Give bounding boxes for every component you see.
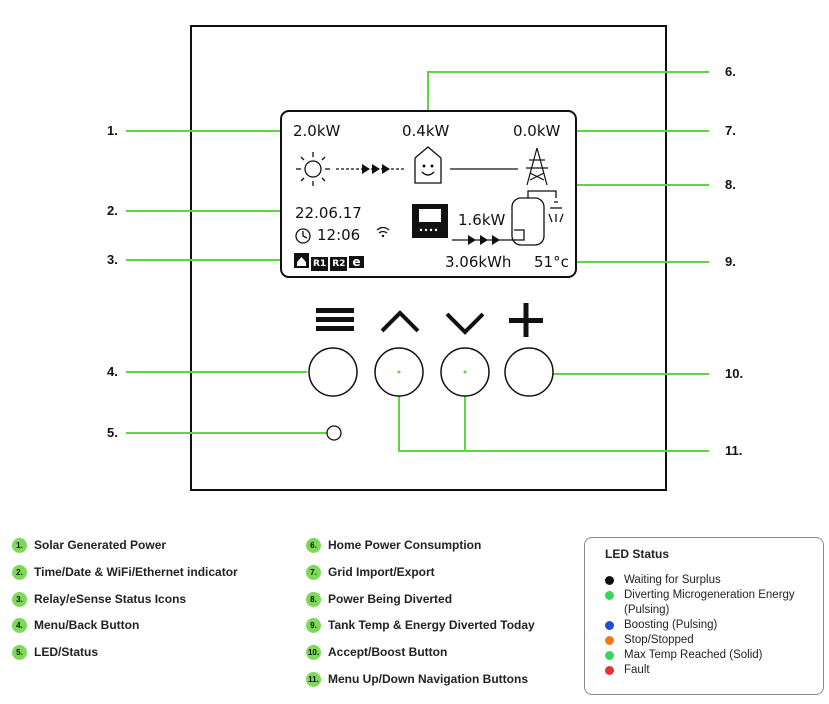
diverted-power-value: 1.6kW bbox=[458, 211, 506, 229]
legend-item: 2.Time/Date & WiFi/Ethernet indicator bbox=[12, 562, 238, 582]
device-diagram bbox=[126, 25, 709, 491]
house-icon bbox=[414, 146, 442, 184]
led-status-row: Waiting for Surplus bbox=[605, 573, 814, 588]
callout-1: 1. bbox=[107, 123, 118, 138]
relay-1-icon: R1 bbox=[311, 257, 329, 271]
energy-today-value: 3.06kWh bbox=[445, 253, 512, 271]
led-color-dot bbox=[605, 621, 614, 630]
wifi-icon bbox=[376, 226, 390, 238]
led-color-dot bbox=[605, 576, 614, 585]
legend-item: 1.Solar Generated Power bbox=[12, 535, 166, 555]
callout-11: 11. bbox=[725, 443, 743, 458]
home-power-value: 0.4kW bbox=[402, 122, 450, 140]
legend-item: 8.Power Being Diverted bbox=[306, 589, 452, 609]
sun-icon bbox=[296, 152, 330, 186]
menu-icon bbox=[316, 308, 354, 331]
legend-item: 7.Grid Import/Export bbox=[306, 562, 435, 582]
led-status-row: Fault bbox=[605, 663, 814, 678]
callout-8: 8. bbox=[725, 177, 736, 192]
legend-item: 5.LED/Status bbox=[12, 642, 98, 662]
pylon-icon bbox=[526, 147, 548, 186]
callout-3: 3. bbox=[107, 252, 118, 267]
callout-5: 5. bbox=[107, 425, 118, 440]
callout-4: 4. bbox=[107, 364, 118, 379]
callout-dot bbox=[463, 370, 467, 374]
led-status-title: LED Status bbox=[605, 547, 670, 561]
plus-icon bbox=[509, 303, 543, 337]
accept-boost-button[interactable] bbox=[504, 347, 554, 397]
legend-item: 6.Home Power Consumption bbox=[306, 535, 481, 555]
callout-6: 6. bbox=[725, 64, 736, 79]
callout-7: 7. bbox=[725, 123, 736, 138]
home-relay-icon bbox=[294, 253, 309, 268]
led-color-dot bbox=[605, 636, 614, 645]
diverted-flow-arrow bbox=[452, 235, 506, 245]
diverter-icon bbox=[412, 204, 448, 238]
led-status-row: Diverting Microgeneration Energy (Pulsin… bbox=[605, 588, 814, 618]
menu-back-button[interactable] bbox=[308, 347, 358, 397]
led-status-box: LED Status Waiting for Surplus Diverting… bbox=[584, 537, 824, 695]
solar-power-value: 2.0kW bbox=[293, 122, 341, 140]
up-arrow-icon bbox=[380, 310, 420, 333]
tank-icon bbox=[506, 190, 564, 246]
esense-icon: e bbox=[349, 256, 364, 268]
tank-temp-value: 51°c bbox=[534, 253, 569, 271]
led-status-row: Stop/Stopped bbox=[605, 633, 814, 648]
legend-item: 9.Tank Temp & Energy Diverted Today bbox=[306, 615, 535, 635]
led-color-dot bbox=[605, 591, 614, 600]
time-value: 12:06 bbox=[317, 226, 361, 244]
callout-dot bbox=[397, 370, 401, 374]
led-color-dot bbox=[605, 666, 614, 675]
grid-power-value: 0.0kW bbox=[513, 122, 561, 140]
down-arrow-icon bbox=[445, 312, 485, 335]
legend-item: 4.Menu/Back Button bbox=[12, 615, 139, 635]
led-status-row: Max Temp Reached (Solid) bbox=[605, 648, 814, 663]
status-led bbox=[326, 425, 342, 441]
callout-10: 10. bbox=[725, 366, 744, 381]
legend-item: 3.Relay/eSense Status Icons bbox=[12, 589, 186, 609]
legend-item: 11.Menu Up/Down Navigation Buttons bbox=[306, 669, 528, 689]
solar-flow-arrow bbox=[336, 164, 404, 174]
led-color-dot bbox=[605, 651, 614, 660]
led-status-row: Boosting (Pulsing) bbox=[605, 618, 814, 633]
date-value: 22.06.17 bbox=[295, 204, 362, 222]
relay-2-icon: R2 bbox=[330, 257, 348, 271]
legend-item: 10.Accept/Boost Button bbox=[306, 644, 448, 660]
lcd-screen bbox=[280, 110, 577, 278]
callout-2: 2. bbox=[107, 203, 118, 218]
clock-icon bbox=[295, 228, 311, 244]
callout-9: 9. bbox=[725, 254, 736, 269]
callout-lines bbox=[126, 71, 709, 452]
